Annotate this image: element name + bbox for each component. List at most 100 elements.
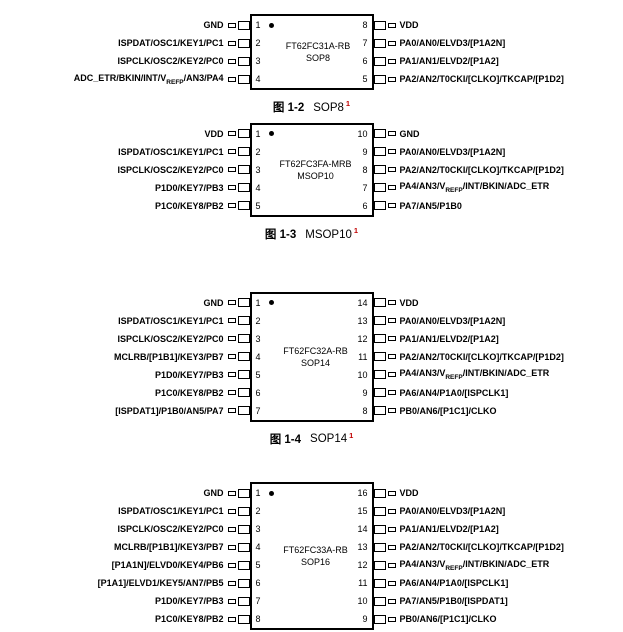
pin-row-right-13: PA2/AN2/T0CKI/[CLKO]/TKCAP/[P1D2] (373, 538, 564, 556)
lead-pad-icon (373, 352, 386, 362)
pin-lead-icon (227, 524, 250, 534)
pin-row-right-8: VDD (373, 16, 419, 34)
pin-row-right-9: PA6/AN4/P1A0/[ISPCLK1] (373, 384, 508, 402)
pin-number: 10 (357, 366, 371, 384)
lead-tip-icon (227, 167, 236, 173)
pin-number: 6 (362, 52, 371, 70)
pin-lead-icon (227, 388, 250, 398)
pin-label: ISPCLK/OSC2/KEY2/PC0 (117, 524, 224, 535)
figure-label: SOP8 (313, 101, 344, 114)
pin-number-text: 14 (357, 297, 368, 308)
figure-label: MSOP10 (305, 228, 352, 241)
pin-number-text: 10 (357, 128, 368, 139)
lead-pad-icon (373, 147, 386, 157)
pin-lead-icon (227, 56, 250, 66)
lead-pad-icon (373, 560, 386, 570)
lead-pad-icon (237, 506, 250, 516)
pin-number: 15 (357, 502, 371, 520)
pin-lead-icon (227, 542, 250, 552)
pin-number: 5 (252, 197, 274, 215)
lead-pad-icon (373, 506, 386, 516)
pin-number-text: 12 (357, 560, 368, 571)
lead-tip-icon (227, 354, 236, 360)
lead-tip-icon (227, 149, 236, 155)
pin-number: 13 (357, 312, 371, 330)
pin-row-right-10: PA7/AN5/P1B0/[ISPDAT1] (373, 592, 508, 610)
pin-number-text: 13 (357, 315, 368, 326)
lead-pad-icon (237, 74, 250, 84)
pin-number: 6 (252, 384, 274, 402)
pin-label: P1C0/KEY8/PB2 (154, 387, 224, 398)
pin-row-left-3: ISPCLK/OSC2/KEY2/PC0 (117, 52, 250, 70)
lead-tip-icon (227, 508, 236, 514)
lead-pad-icon (237, 165, 250, 175)
lead-pad-icon (373, 20, 386, 30)
pin-label: PA4/AN3/VREFP/INT/BKIN/ADC_ETR (399, 181, 550, 195)
lead-pad-icon (237, 542, 250, 552)
lead-tip-icon (227, 598, 236, 604)
pin-number: 4 (252, 179, 274, 197)
pin-row-left-5: P1C0/KEY8/PB2 (155, 197, 250, 215)
pin-lead-icon (227, 201, 250, 211)
pin-lead-icon (373, 316, 396, 326)
lead-pad-icon (373, 316, 386, 326)
pin-label: VDD (204, 128, 224, 139)
pin-row-left-8: P1C0/KEY8/PB2 (155, 610, 250, 628)
pin-label: PA1/AN1/ELVD2/[P1A2] (399, 333, 499, 344)
pin-number-text: 9 (362, 146, 368, 157)
figure-footnote: 1 (353, 225, 359, 235)
pin-row-right-13: PA0/AN0/ELVD3/[P1A2N] (373, 312, 506, 330)
pin-label: P1D0/KEY7/PB3 (154, 182, 224, 193)
pin-lead-icon (227, 488, 250, 498)
pin-label: PA1/AN1/ELVD2/[P1A2] (399, 524, 499, 535)
pin-number-text: 3 (255, 164, 261, 175)
pin-row-right-9: PA0/AN0/ELVD3/[P1A2N] (373, 143, 505, 161)
pin-lead-icon (373, 506, 396, 516)
pin-number-text: 3 (255, 524, 261, 535)
pin-lead-icon (373, 147, 396, 157)
pin-number-text: 16 (357, 488, 368, 499)
lead-tip-icon (227, 580, 236, 586)
pin1-dot (268, 22, 274, 28)
pin-number-text: 6 (362, 56, 368, 66)
pin-number-text: 2 (255, 146, 261, 157)
pin-label: ISPCLK/OSC2/KEY2/PC0 (117, 56, 224, 66)
pin1-dot (268, 300, 274, 306)
chip-name: FT62FC33A-RB (283, 545, 348, 556)
pin-number-text: 5 (255, 200, 261, 211)
pin-number: 16 (357, 484, 371, 502)
pin-lead-icon (373, 352, 396, 362)
pin-lead-icon (373, 74, 396, 84)
pin-row-right-8: PA2/AN2/T0CKI/[CLKO]/TKCAP/[P1D2] (373, 161, 564, 179)
pin-lead-icon (373, 542, 396, 552)
pin-number: 7 (252, 402, 274, 420)
pin-label: PA0/AN0/ELVD3/[P1A2N] (399, 315, 506, 326)
lead-pad-icon (237, 560, 250, 570)
lead-pad-icon (237, 334, 250, 344)
pin-row-left-2: ISPDAT/OSC1/KEY1/PC1 (118, 143, 250, 161)
lead-pad-icon (373, 524, 386, 534)
lead-pad-icon (373, 370, 386, 380)
pin-number-text: 11 (358, 578, 368, 589)
figure-footnote: 1 (349, 430, 354, 440)
pin-lead-icon (373, 560, 396, 570)
pin-label: MCLRB/[P1B1]/KEY3/PB7 (113, 542, 224, 553)
pin-number: 3 (252, 52, 274, 70)
pin-row-left-1: GND (204, 484, 250, 502)
package-name: SOP8 (305, 53, 330, 63)
lead-tip-icon (387, 131, 396, 137)
pin-number-text: 8 (362, 20, 368, 30)
